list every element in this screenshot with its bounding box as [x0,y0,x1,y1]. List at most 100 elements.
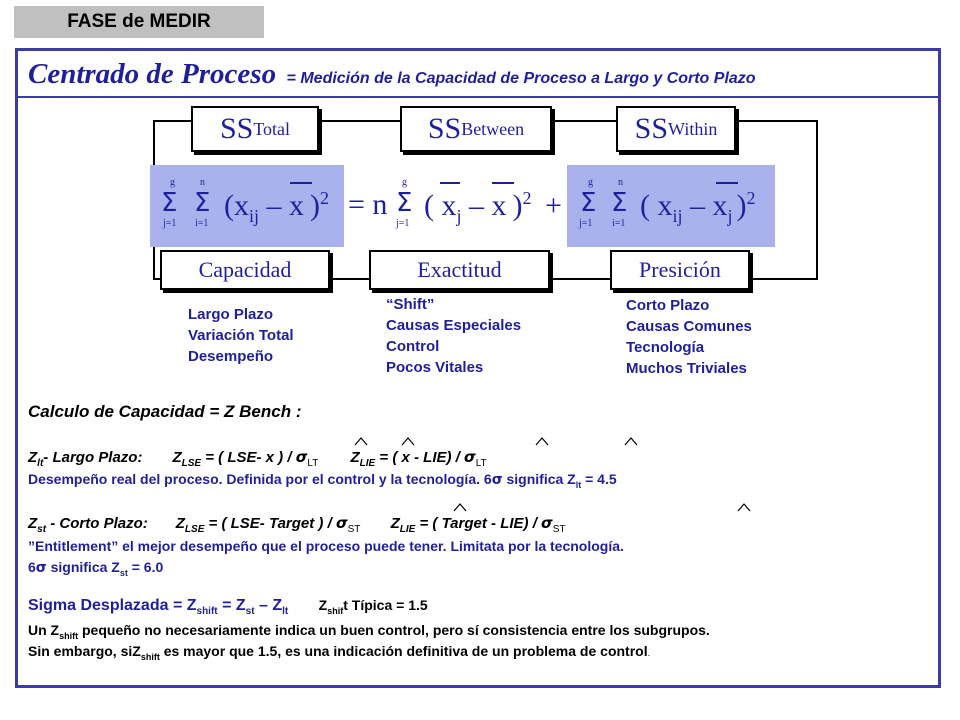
term2-minus: – [461,189,492,222]
sum3-lower: j=1 [396,218,410,229]
column-item: “Shift” [386,296,435,313]
term2-eq: = n [348,188,387,222]
zst-sub: st [37,524,47,535]
term2: ( xj – x)2 + [424,188,562,227]
ss-within-sub: Within [668,118,718,139]
shift-l2-post: es mayor que 1.5, es una indicación defi… [159,643,648,659]
term2-j: j [456,206,462,226]
term3-close: ) [736,189,747,222]
sum2-lower: i=1 [195,218,209,229]
hat-icon [535,437,549,446]
zst-st-small1: ST [347,524,361,535]
column-item: Causas Comunes [626,318,752,335]
zst-formula: Zst - Corto Plazo:ZLSE = ( LSE- Target )… [28,514,566,535]
ss-total-sub: Total [253,118,291,139]
exactitud-box: Exactitud [369,250,550,290]
exactitud-label: Exactitud [417,257,502,282]
shift-l2-end: . [647,648,651,658]
term1: (xij – x)2 [224,188,329,227]
column-item: Variación Total [188,327,294,344]
sum4-upper: g [588,177,593,188]
shift-typ-rest: t Típica = 1.5 [343,597,428,613]
term3-ij: ij [672,206,683,226]
column-item: Corto Plazo [626,297,710,314]
zst-lse-expr: = ( LSE- Target ) / [208,515,332,532]
term2-xbar: x [491,189,507,222]
shift-line-2: Sin embargo, siZshift es mayor que 1.5, … [28,643,650,662]
term3-minus: – [682,189,713,222]
shift-l2-pre: Sin embargo, siZ [28,643,141,659]
zlt-z: Z [28,449,38,466]
zst-lse-z: Z [175,515,185,532]
hat-icon [401,437,415,446]
term3: ( xij – xj)2 [640,188,756,227]
zlt-sub: lt [37,458,44,469]
title-main: Centrado de Proceso [28,58,277,90]
term2-open: ( x [424,189,457,222]
zst-sigma1: σ [335,514,348,532]
column-capacidad: Largo Plazo Variación Total Desempeño [188,304,294,367]
term2-xbar-overbar [492,182,514,184]
formula-bg-left [150,165,344,247]
ss-within-base: SS [634,112,669,145]
term1-close: ) [310,189,321,222]
term3-j: j [727,206,733,226]
zlt-lse-z: Z [172,449,182,466]
term3-open: ( x [640,189,673,222]
sum1-symbol: Σ [161,188,178,218]
zlt-sigma1: σ [295,448,308,466]
sum2-upper: n [200,177,205,188]
zst-label: - Corto Plazo: [46,515,148,532]
hat-icon [624,437,638,446]
column-item: Muchos Triviales [626,360,747,377]
term1-open: (x [224,189,249,222]
shift-title: Sigma Desplazada = Zshift = Zst – Zlt Zs… [28,597,428,617]
zlt-desc-sigma: σ [491,472,503,488]
formula-bg-right [567,165,775,247]
zst-desc2-sigma: σ [35,560,47,576]
column-item: Largo Plazo [188,306,274,323]
column-exactitud: “Shift” Causas Especiales Control Pocos … [386,294,521,378]
hat-icon [737,503,751,512]
phase-tag-label: FASE de MEDIR [67,11,211,32]
column-item: Causas Especiales [386,317,522,334]
hat-icon [354,437,368,446]
shift-title-mid: = Z [217,597,246,614]
shift-title-sub1: shift [196,606,218,618]
term1-overbar [290,182,312,184]
zlt-label: - Largo Plazo: [43,449,143,466]
zlt-description: Desempeño real del proceso. Definida por… [28,471,617,490]
content-frame [15,48,941,688]
sum5-upper: n [618,177,623,188]
sum2-symbol: Σ [194,188,211,218]
zlt-lt-small1: LT [307,458,319,469]
zlt-lse-expr: = ( LSE- x ) / [205,449,292,466]
title-rule [18,96,938,98]
sum1-lower: j=1 [163,218,177,229]
term2-xj-overbar [440,182,460,184]
term3-sq: 2 [746,188,756,208]
shift-l1-sub: shift [59,630,79,641]
sum5-symbol: Σ [611,188,628,218]
term2-close: ) [512,189,523,222]
zst-description-1: ”Entitlement” el mejor desempeño que el … [28,538,624,554]
term3-xj: x [712,189,728,222]
column-item: Pocos Vitales [386,359,484,376]
term2-sq: 2 [522,188,532,208]
zst-desc2-post: significa Z [46,559,120,575]
term2-eq-n: = n [348,188,388,221]
zlt-desc-post: significa Z [502,471,576,487]
term1-sq: 2 [320,188,330,208]
zst-lie-expr: = ( Target - LIE) / [419,515,537,532]
term1-minus: – [259,189,290,222]
column-item: Desempeño [188,348,274,365]
shift-typ-z: Z [318,597,328,613]
slide-title: Centrado de Proceso = Medición de la Cap… [28,58,938,91]
ss-between-sub: Between [461,118,525,139]
shift-l1-pre: Un Z [28,622,60,638]
shift-l2-sub: shift [140,651,160,662]
column-presicion: Corto Plazo Causas Comunes Tecnología Mu… [626,295,752,379]
zst-lse-sub: LSE [184,524,205,535]
